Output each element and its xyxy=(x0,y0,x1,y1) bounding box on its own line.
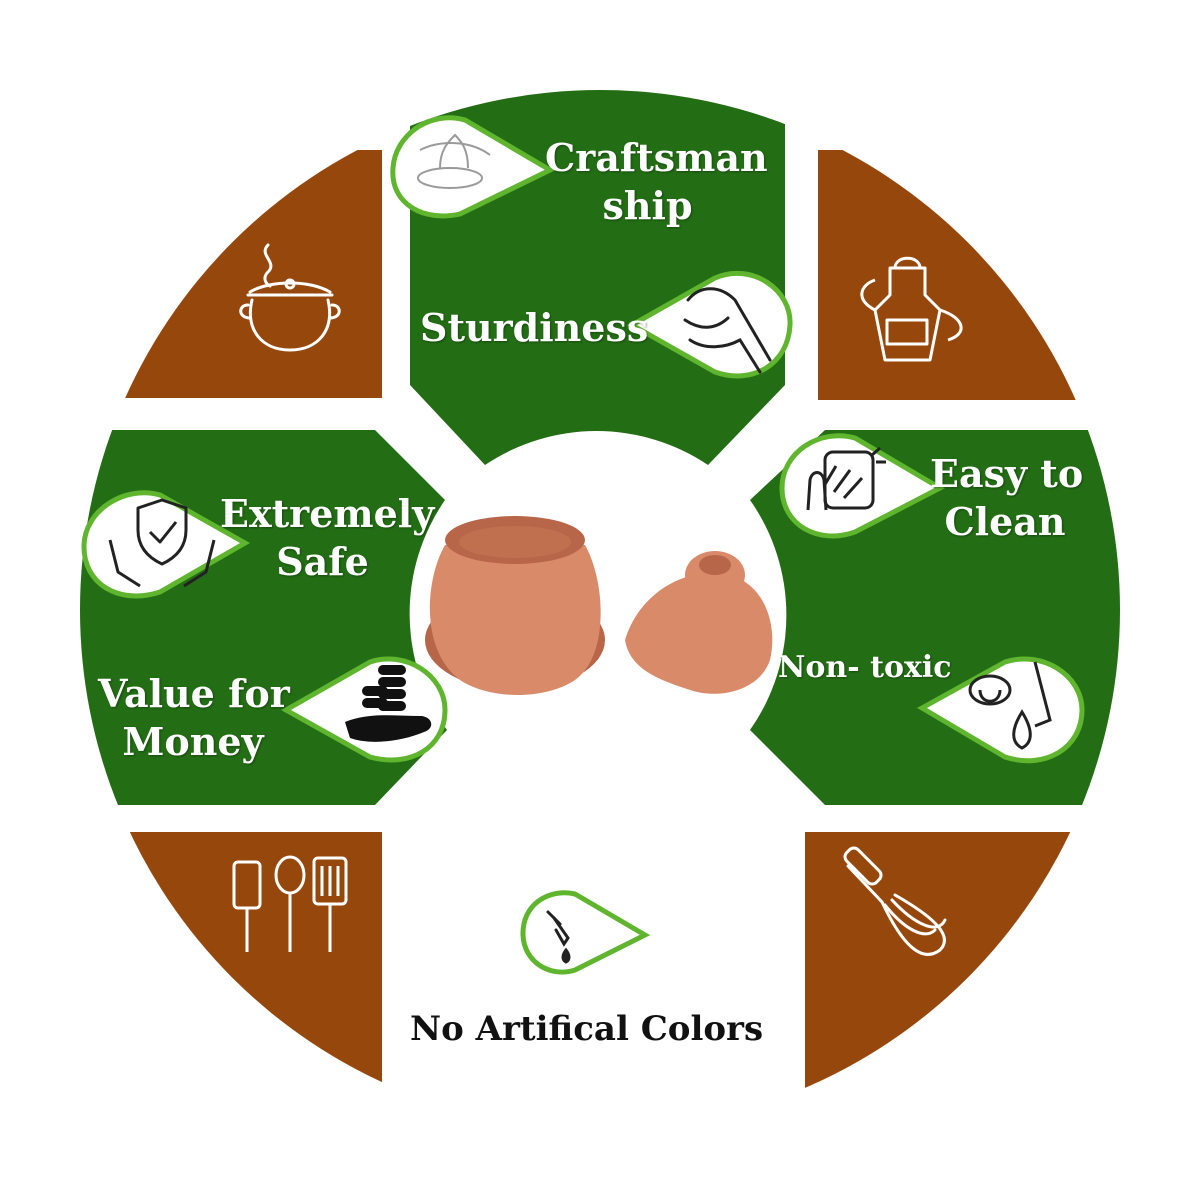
label-value-for-money-line1: Value for xyxy=(98,671,290,716)
kitchen-utensils-icon xyxy=(232,855,348,952)
coins-on-hand-icon xyxy=(345,665,432,742)
label-no-artificial-colors: No Artifical Colors xyxy=(410,1009,764,1049)
wiping-hand-icon xyxy=(806,446,886,511)
label-extremely-safe-line1: Extremely xyxy=(220,491,435,536)
label-easy-to-clean-line1: Easy to xyxy=(930,451,1084,496)
leaf-no-artificial-colors xyxy=(520,890,651,975)
label-craftsmanship: Craftsman ship xyxy=(545,134,768,230)
leaf-non-toxic xyxy=(916,656,1085,764)
segment-bottom-left xyxy=(128,832,382,1090)
tongue-nose-drop-icon xyxy=(968,661,1052,750)
label-easy-to-clean-line2: Clean xyxy=(944,499,1066,544)
gripping-hand-icon xyxy=(683,287,772,374)
label-extremely-safe: Extremely Safe xyxy=(220,490,435,586)
segment-top-left xyxy=(120,150,382,398)
label-craftsmanship-line2: ship xyxy=(602,183,693,228)
pottery-wheel-hands-icon xyxy=(417,133,491,189)
whisk-icon xyxy=(843,846,947,956)
leaf-sturdiness xyxy=(626,270,793,379)
label-craftsmanship-line1: Craftsman xyxy=(545,135,768,180)
label-sturdiness: Sturdiness xyxy=(420,305,649,350)
label-easy-to-clean: Easy to Clean xyxy=(930,450,1084,546)
apron-icon xyxy=(860,256,963,362)
label-value-for-money-line2: Money xyxy=(122,719,264,764)
segment-bottom-right xyxy=(805,832,1090,1090)
label-non-toxic: Non- toxic xyxy=(778,650,952,685)
leaf-extremely-safe xyxy=(81,490,251,599)
steaming-pot-icon xyxy=(239,243,341,352)
segment-top-right xyxy=(818,150,1080,400)
label-extremely-safe-line2: Safe xyxy=(276,539,369,584)
dropper-icon xyxy=(546,910,571,964)
shield-check-hands-icon xyxy=(108,498,216,588)
leaf-craftsmanship xyxy=(390,115,556,219)
label-value-for-money: Value for Money xyxy=(98,670,290,766)
leaf-easy-to-clean xyxy=(779,433,946,539)
clay-pot-image xyxy=(425,516,773,695)
leaf-value-for-money xyxy=(280,656,448,763)
